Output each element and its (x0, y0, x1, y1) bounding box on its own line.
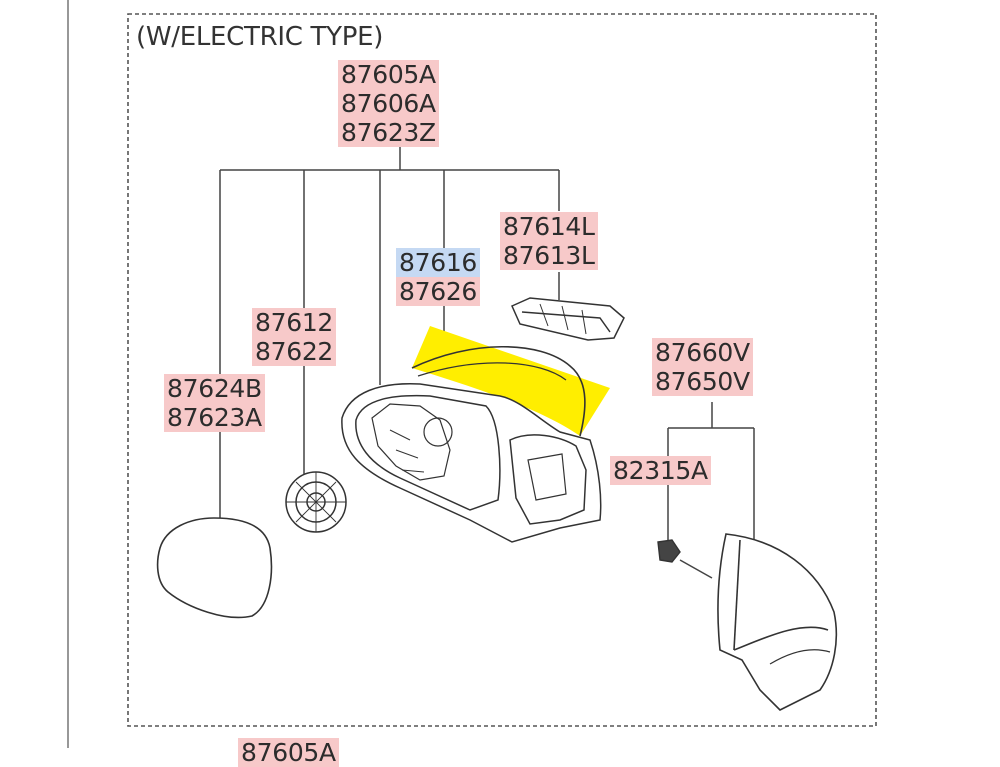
part-number[interactable]: 87606A (338, 89, 439, 118)
selected-part-number[interactable]: 87616 (396, 248, 481, 277)
part-number[interactable]: 87623A (164, 403, 265, 432)
electric-type-frame (127, 13, 877, 727)
parts-diagram: (W/ELECTRIC TYPE) 87605A 87606A 87623Z 8… (67, 0, 877, 767)
cover-inside-part[interactable] (717, 533, 838, 711)
callout-side-repeater-lamp[interactable]: 87614L 87613L (500, 212, 598, 270)
mirror-housing-part[interactable] (341, 383, 602, 543)
screw-clip-part[interactable] (657, 539, 681, 563)
scalp-cover-part[interactable] (411, 326, 610, 437)
callout-mirror-glass[interactable]: 87624B 87623A (164, 374, 265, 432)
side-repeater-lamp-part[interactable] (511, 297, 625, 341)
part-number[interactable]: 87605A (238, 738, 339, 767)
actuator-part[interactable] (285, 471, 347, 533)
callout-actuator[interactable]: 87612 87622 (252, 308, 337, 366)
part-number[interactable]: 87613L (500, 241, 598, 270)
callout-cover-inside[interactable]: 87660V 87650V (652, 338, 753, 396)
part-number[interactable]: 87660V (652, 338, 753, 367)
part-number[interactable]: 82315A (610, 456, 711, 485)
callout-bottom-cut[interactable]: 87605A (238, 738, 339, 767)
callout-scalp-cover[interactable]: 87616 87626 (396, 248, 481, 306)
part-number[interactable]: 87612 (252, 308, 337, 337)
part-number[interactable]: 87650V (652, 367, 753, 396)
part-number[interactable]: 87623Z (338, 118, 439, 147)
callout-screw-clip[interactable]: 82315A (610, 456, 711, 485)
diagram-drawing (67, 0, 877, 748)
part-number[interactable]: 87605A (338, 60, 439, 89)
callout-mirror-assembly[interactable]: 87605A 87606A 87623Z (338, 60, 439, 147)
part-number[interactable]: 87614L (500, 212, 598, 241)
part-number[interactable]: 87624B (164, 374, 265, 403)
mirror-glass-part[interactable] (156, 517, 273, 619)
part-number[interactable]: 87622 (252, 337, 337, 366)
group-title: (W/ELECTRIC TYPE) (136, 22, 384, 52)
part-number[interactable]: 87626 (396, 277, 481, 306)
